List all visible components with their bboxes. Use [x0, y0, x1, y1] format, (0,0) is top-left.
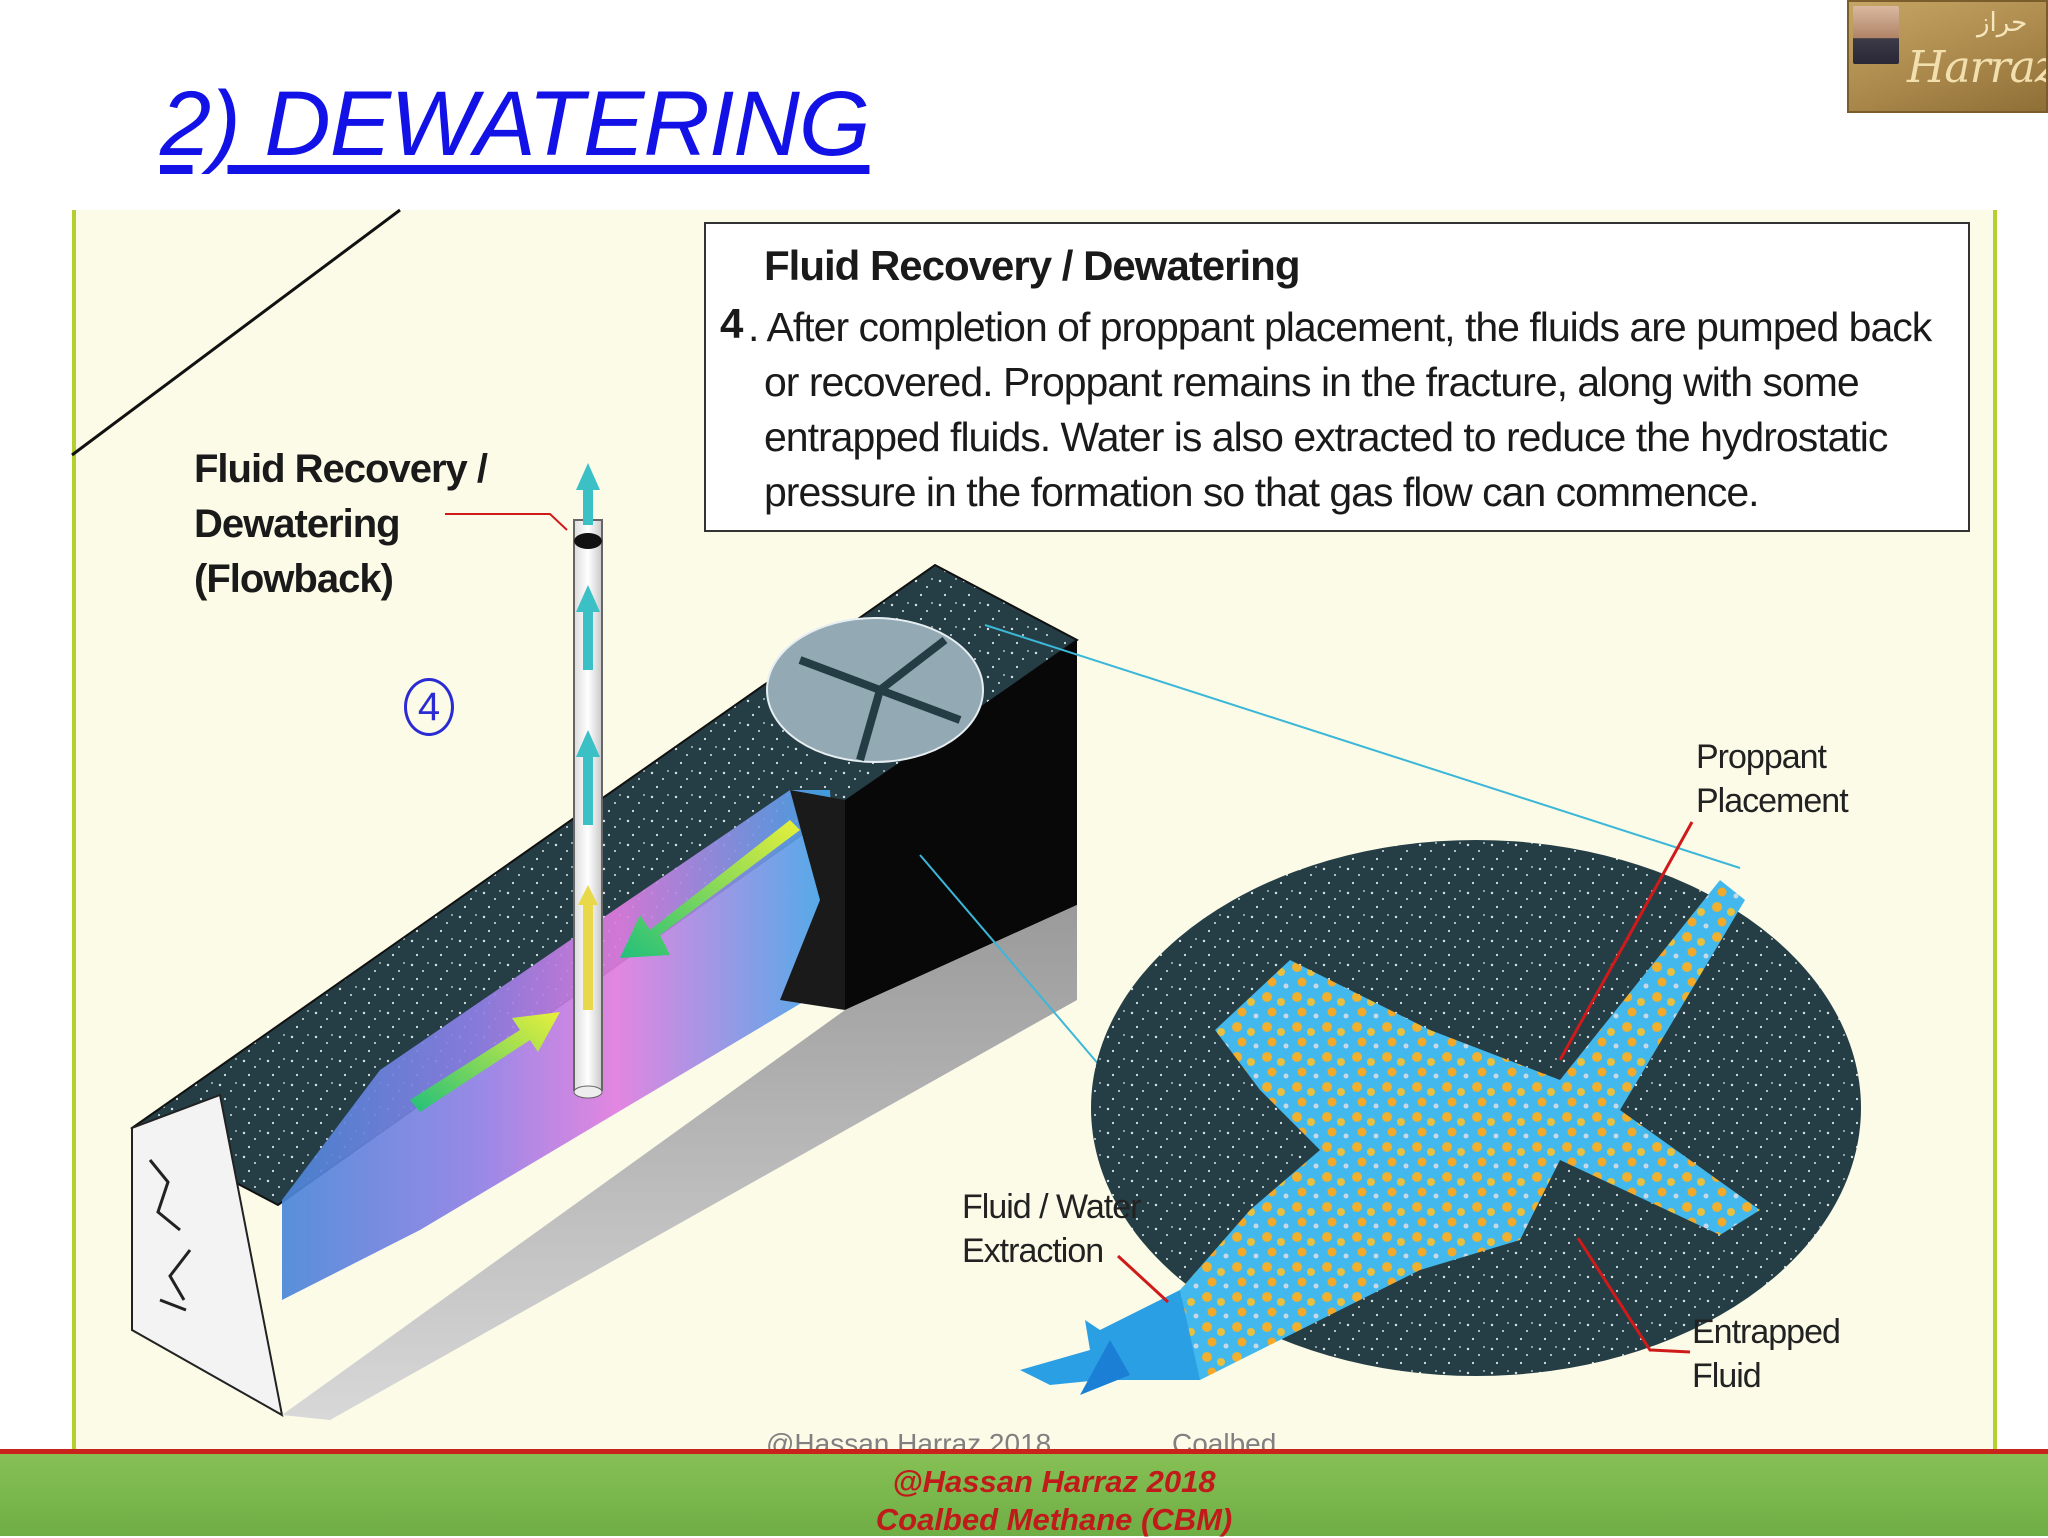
formation-end-face: [845, 640, 1077, 1010]
caption-line: pressure in the formation so that gas fl…: [764, 469, 1760, 515]
cutaway-floor: [282, 905, 1077, 1420]
logo-script-text: Harraz: [1907, 42, 2048, 93]
caption-line: or recovered. Proppant remains in the fr…: [764, 359, 1860, 405]
entrapped-fluid-label: Entrapped Fluid: [1692, 1310, 1841, 1398]
wellhead: [574, 533, 602, 549]
fracture-cross-lines: [798, 636, 962, 762]
caption-heading: Fluid Recovery / Dewatering: [764, 242, 1300, 289]
callout-line: Proppant: [1696, 738, 1827, 776]
proppant-pointer: [1558, 821, 1694, 1061]
wellbore-arrow-3: [576, 730, 600, 825]
wellbore-arrow-1: [576, 463, 600, 525]
fluid-water-pointer: [1116, 1254, 1170, 1304]
zoom-line-top: [984, 624, 1741, 869]
cutaway-face: [780, 790, 845, 1010]
caption-line: . After completion of proppant placement…: [748, 304, 1932, 350]
wellbore-bottom: [573, 1085, 603, 1099]
harraz-logo: حراز Harraz: [1847, 0, 2048, 113]
slide-title: 2) DEWATERING: [160, 73, 870, 175]
flow-arrow-upper: [620, 820, 800, 958]
water-extraction-arrow: [1020, 1290, 1200, 1385]
stage-label-line: Fluid Recovery /: [194, 447, 488, 491]
stage-label-pointer: [445, 513, 568, 531]
stage-label: Fluid Recovery / Dewatering (Flowback): [194, 442, 488, 607]
caption-box: Fluid Recovery / Dewatering 4 . After co…: [704, 222, 1970, 532]
fluid-water-extraction-label: Fluid / Water Extraction: [962, 1185, 1141, 1273]
footer-subtitle: Coalbed Methane (CBM): [875, 1502, 1233, 1537]
fracture-wing: [282, 790, 840, 1300]
water-arrow-head: [1080, 1340, 1130, 1395]
caption-body: . After completion of proppant placement…: [748, 300, 1956, 520]
proppant-fracture: [1120, 880, 1760, 1380]
callout-line: Fluid / Water: [962, 1188, 1141, 1226]
caption-line: entrapped fluids. Water is also extracte…: [764, 414, 1888, 460]
step-number-badge: 4: [404, 678, 454, 736]
footer-copyright: @Hassan Harraz 2018: [892, 1464, 1216, 1499]
proppant-placement-label: Proppant Placement: [1696, 735, 1849, 823]
callout-line: Fluid: [1692, 1357, 1762, 1395]
flow-arrow-lower: [410, 1012, 560, 1112]
author-portrait: [1853, 6, 1899, 64]
entrapped-pointer: [1576, 1237, 1691, 1354]
wellbore-arrow-2: [576, 585, 600, 670]
callout-line: Entrapped: [1692, 1313, 1841, 1351]
ground-line: [71, 208, 401, 457]
stage-label-line: Dewatering: [194, 502, 401, 546]
logo-arabic-text: حراز: [1977, 8, 2028, 38]
rock-cracks: [148, 1159, 192, 1312]
footer-bar: @Hassan Harraz 2018 Coalbed Methane (CBM…: [0, 1449, 2048, 1537]
callout-line: Extraction: [962, 1232, 1104, 1270]
wellbore-arrow-4: [578, 885, 598, 1010]
callout-line: Placement: [1696, 782, 1849, 820]
caption-step-number: 4: [720, 300, 744, 347]
stage-label-line: (Flowback): [194, 557, 394, 601]
